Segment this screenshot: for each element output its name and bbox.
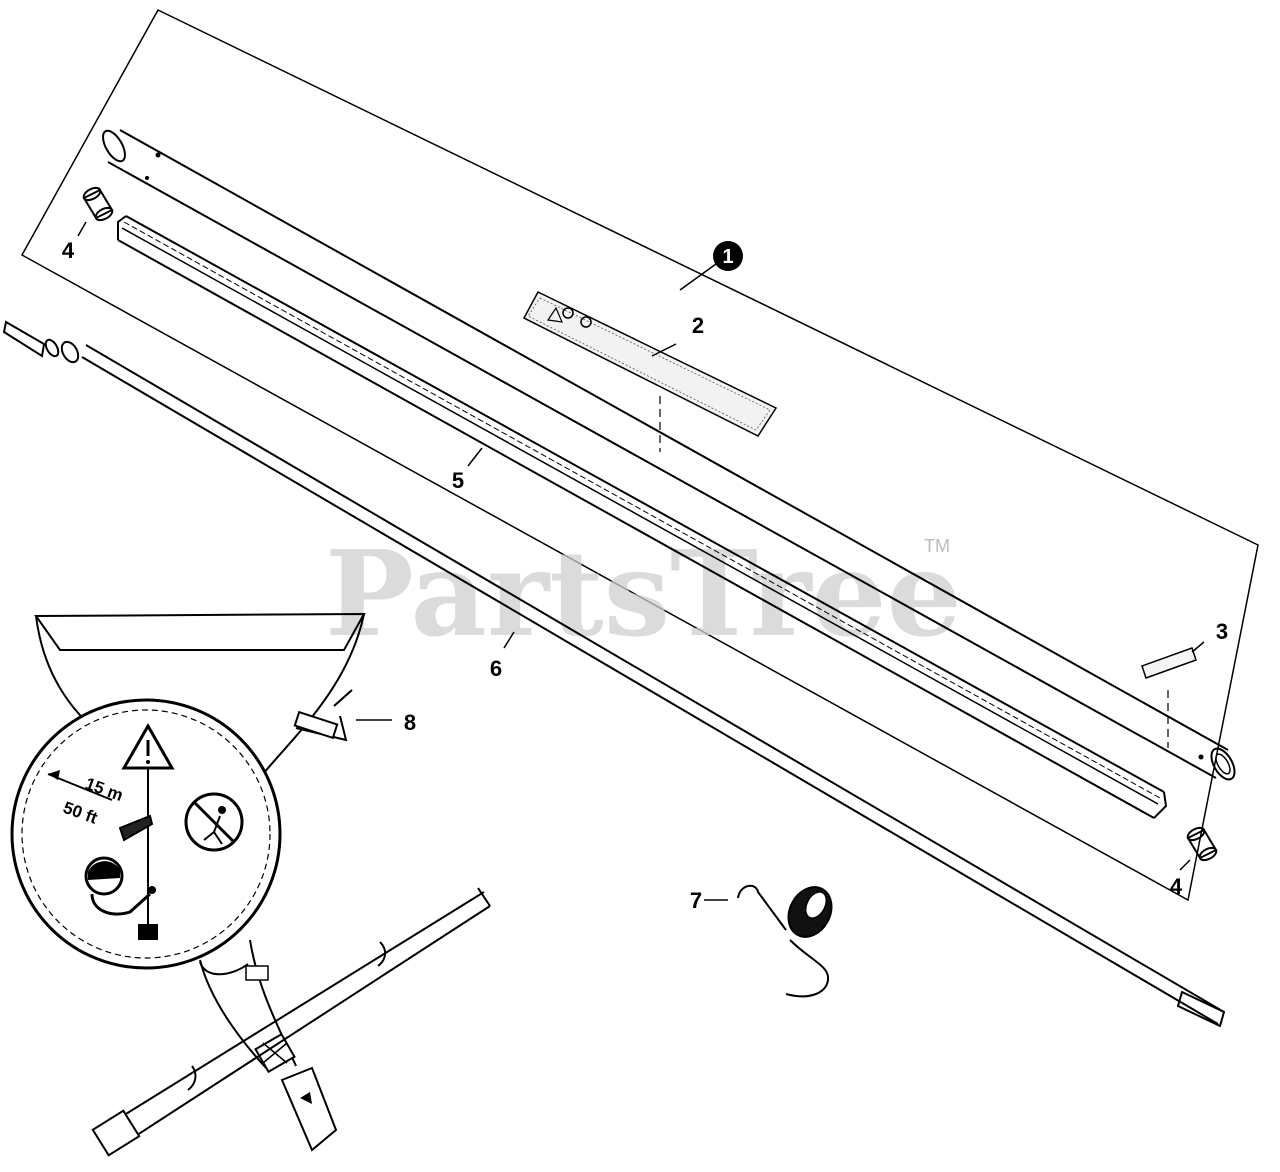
- callout-1: 1: [722, 246, 733, 268]
- driveshaft: [2, 320, 1226, 1028]
- callout-2: 2: [692, 313, 704, 338]
- callout-7: 7: [690, 888, 702, 913]
- callout-3: 3: [1216, 619, 1228, 644]
- decal: [522, 291, 778, 452]
- callout-5: 5: [452, 468, 464, 493]
- callout-4-bottom: 4: [1170, 874, 1183, 899]
- liner: [117, 215, 1168, 819]
- plate: [1141, 647, 1197, 748]
- callout-6: 6: [490, 656, 502, 681]
- assembly-frame: [20, 9, 1259, 902]
- hanger: [704, 884, 833, 998]
- callout-8: 8: [404, 710, 416, 735]
- harness: 15 m 50 ft: [10, 612, 491, 1157]
- bushing-top: [77, 186, 114, 237]
- callouts: 1 2 3 4 4 5 6 7 8: [62, 238, 1228, 913]
- bushing-bottom: [1179, 826, 1218, 871]
- callout-1-badge: [713, 241, 743, 271]
- watermark-trademark: TM: [924, 536, 950, 556]
- callout-4-top: 4: [62, 238, 75, 263]
- outer-tube: [102, 129, 1236, 781]
